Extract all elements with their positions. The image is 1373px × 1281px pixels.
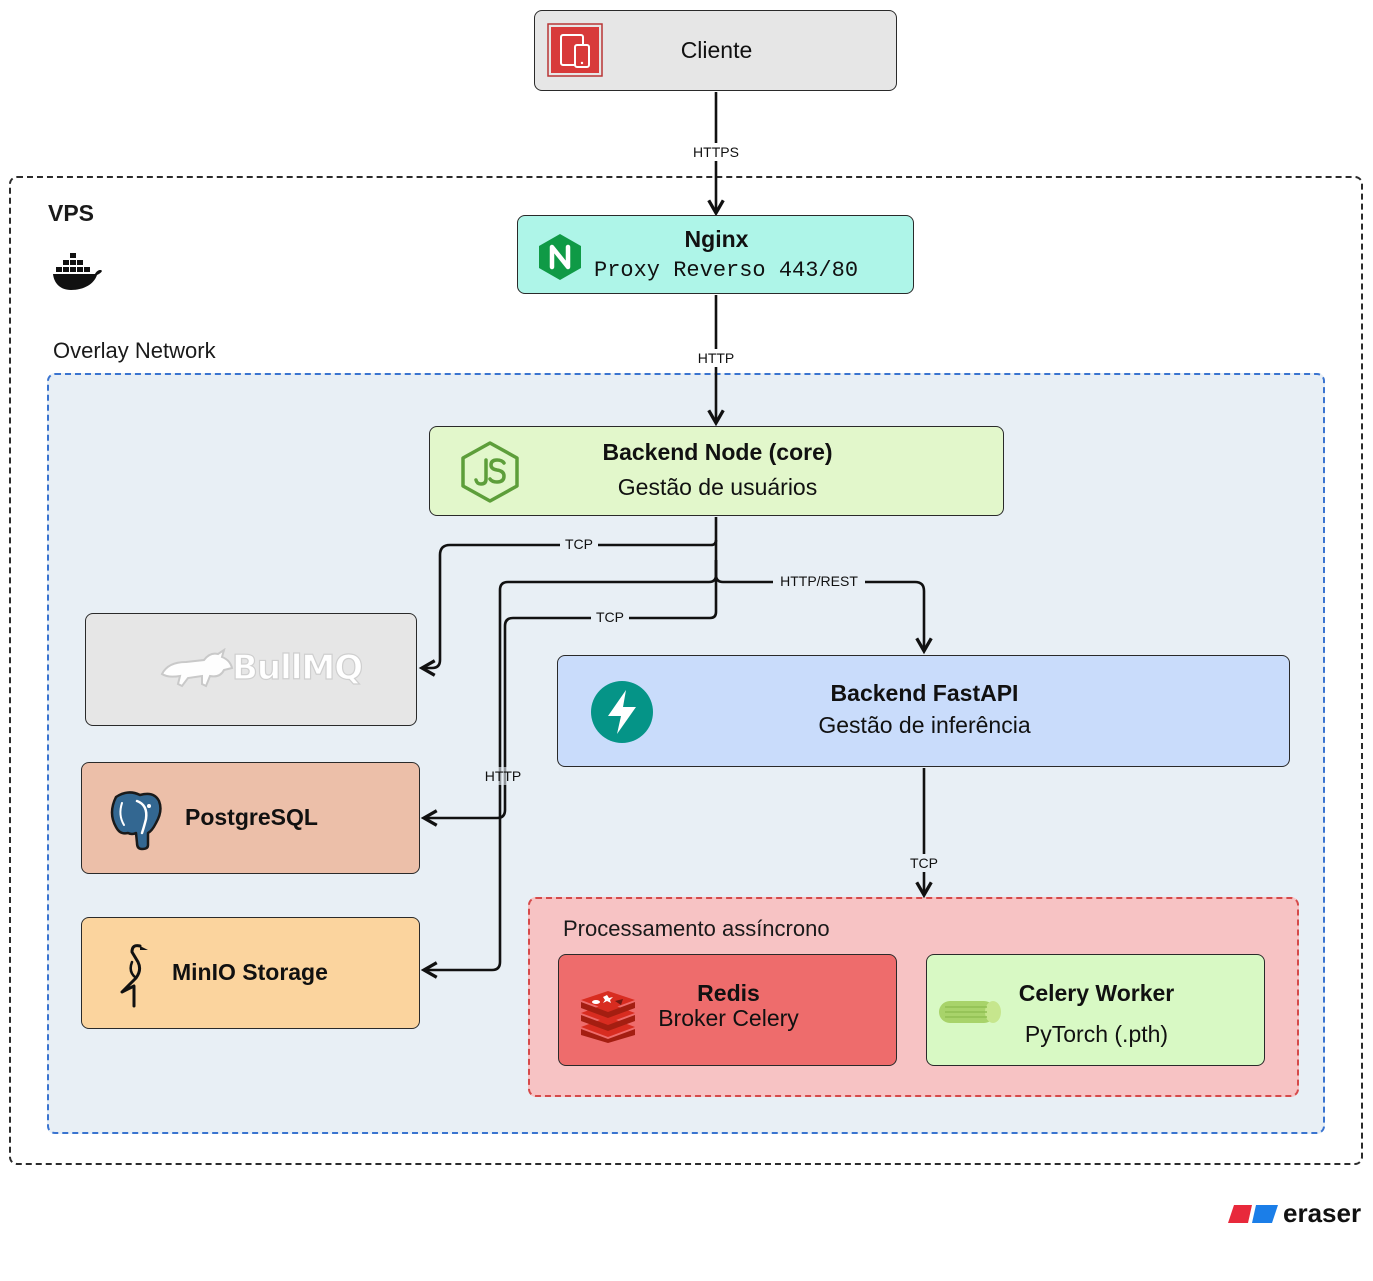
edge-label-http-minio: HTTP xyxy=(485,768,522,784)
docker-whale-icon xyxy=(53,253,102,290)
overlay-label: Overlay Network xyxy=(53,338,216,363)
lightning-icon xyxy=(591,681,653,743)
backend-node-node[interactable]: Backend Node (core) Gestão de usuários xyxy=(429,426,1004,516)
fastapi-subtitle: Gestão de inferência xyxy=(818,712,1031,738)
celery-title: Celery Worker xyxy=(1018,980,1175,1006)
edge-node-minio xyxy=(420,560,718,979)
nginx-icon xyxy=(539,234,581,280)
backend-node-subtitle: Gestão de usuários xyxy=(617,474,818,500)
redis-icon xyxy=(581,991,635,1043)
bull-icon xyxy=(160,648,234,688)
nginx-title: Nginx xyxy=(684,226,749,252)
cliente-node[interactable]: Cliente xyxy=(534,10,897,91)
bullmq-title: BullMQ xyxy=(231,647,363,688)
redis-subtitle: Broker Celery xyxy=(658,1005,799,1031)
celery-icon xyxy=(939,1001,1001,1023)
nginx-subtitle: Proxy Reverso 443/80 xyxy=(594,258,859,283)
cliente-title: Cliente xyxy=(680,37,753,63)
backend-node-title: Backend Node (core) xyxy=(602,439,833,465)
mobile-devices-icon xyxy=(547,23,603,77)
async-label: Processamento assíncrono xyxy=(563,916,830,941)
nginx-node[interactable]: Nginx Proxy Reverso 443/80 xyxy=(517,215,914,294)
edge-label-http-rest: HTTP/REST xyxy=(780,573,858,589)
minio-bird-icon xyxy=(120,944,148,1008)
nodejs-icon xyxy=(461,441,519,503)
edge-label-tcp-bullmq: TCP xyxy=(565,536,593,552)
edge-node-postgres xyxy=(420,540,718,827)
eraser-brand: eraser xyxy=(1228,1198,1368,1228)
eraser-logo-icon xyxy=(1228,1205,1278,1223)
redis-title: Redis xyxy=(697,980,760,1006)
minio-title: MinIO Storage xyxy=(172,959,328,985)
edge-label-https: HTTPS xyxy=(693,144,739,160)
celery-subtitle: PyTorch (.pth) xyxy=(1024,1021,1169,1047)
elephant-icon xyxy=(110,791,162,851)
postgres-node[interactable]: PostgreSQL xyxy=(81,762,420,874)
edge-label-http-nginx: HTTP xyxy=(698,350,735,366)
celery-node[interactable]: Celery Worker PyTorch (.pth) xyxy=(926,954,1265,1066)
vps-label: VPS xyxy=(48,200,95,226)
postgres-title: PostgreSQL xyxy=(185,804,318,830)
vps-group: VPS xyxy=(9,176,1363,1165)
edge-label-tcp-postgres: TCP xyxy=(596,609,624,625)
edge-label-tcp-async: TCP xyxy=(910,855,938,871)
fastapi-node[interactable]: Backend FastAPI Gestão de inferência xyxy=(557,655,1290,767)
redis-node[interactable]: Redis Broker Celery xyxy=(558,954,897,1066)
fastapi-title: Backend FastAPI xyxy=(830,680,1019,706)
minio-node[interactable]: MinIO Storage xyxy=(81,917,420,1029)
eraser-wordmark: eraser xyxy=(1283,1198,1362,1228)
bullmq-node[interactable]: BullMQ xyxy=(85,613,417,726)
